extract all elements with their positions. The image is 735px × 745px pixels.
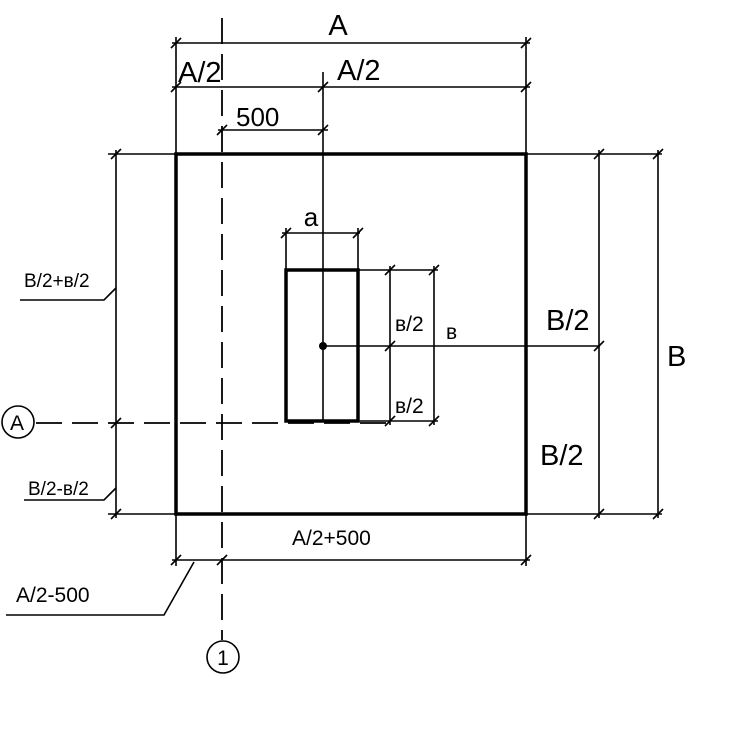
dimension-col-b bbox=[323, 264, 600, 427]
dimension-500-label: 500 bbox=[236, 102, 279, 132]
dimension-a bbox=[280, 227, 364, 270]
dimension-B-half-plus-label: B/2+в/2 bbox=[24, 271, 90, 292]
dimension-col-b-half-top-label: в/2 bbox=[395, 313, 424, 336]
dimension-A-bottom bbox=[6, 514, 532, 616]
dimension-B-halves bbox=[526, 148, 662, 520]
dimension-B-half-bottom-label: B/2 bbox=[540, 440, 584, 472]
dimension-col-b-label: в bbox=[446, 321, 457, 344]
dimension-A-label: A bbox=[328, 10, 348, 42]
dimension-col-b-half-bottom-label: в/2 bbox=[395, 395, 424, 418]
dimension-B bbox=[652, 148, 664, 520]
dimension-B-half-top-label: B/2 bbox=[546, 305, 590, 337]
dimension-B-left bbox=[20, 148, 176, 520]
dimension-500 bbox=[216, 124, 329, 136]
dimension-A-halves bbox=[170, 81, 532, 93]
dimension-A-half-minus-label: A/2-500 bbox=[16, 584, 90, 607]
dimension-A-half-right-label: A/2 bbox=[337, 55, 381, 87]
dimension-B-label: B bbox=[667, 341, 686, 373]
axis-a-label: A bbox=[10, 412, 24, 435]
dimension-A-half-plus-label: A/2+500 bbox=[292, 527, 371, 550]
dimension-A bbox=[170, 37, 532, 154]
dimension-A-half-left-label: A/2 bbox=[178, 57, 222, 89]
dimension-B-half-minus-label: B/2-в/2 bbox=[28, 479, 89, 500]
footing-outline bbox=[174, 152, 528, 516]
axis-1-bubble bbox=[206, 640, 240, 674]
dimension-a-label: a bbox=[304, 202, 319, 232]
axis-a-bubble bbox=[1, 405, 35, 439]
axis-1-label: 1 bbox=[217, 647, 229, 670]
